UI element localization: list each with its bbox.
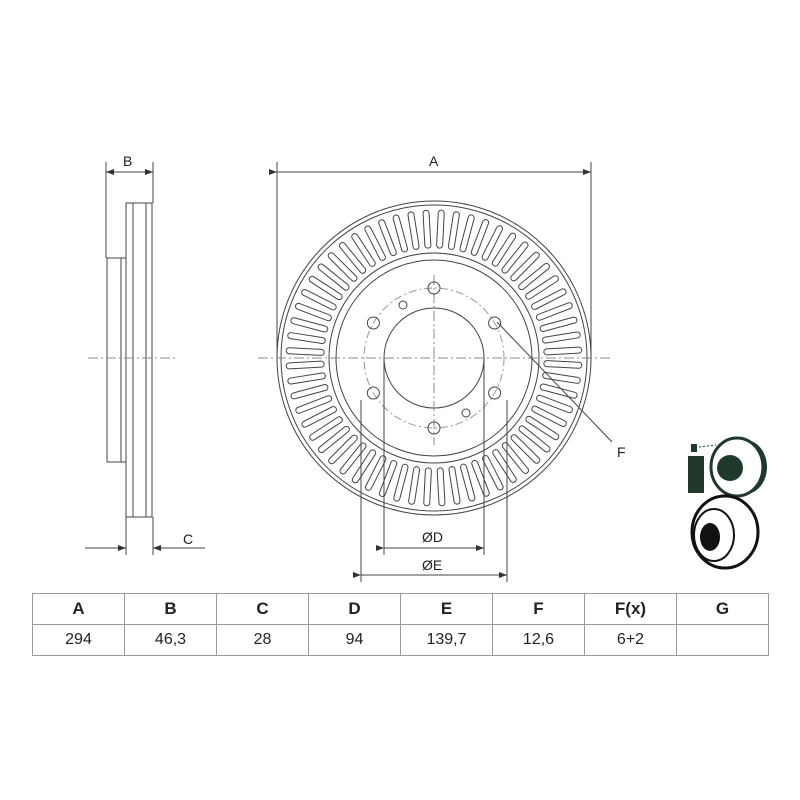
label-d: ØD: [422, 529, 443, 545]
vent-slot: [290, 317, 329, 333]
vent-slot: [501, 442, 530, 474]
vent-slot: [536, 394, 573, 414]
vent-slot: [460, 463, 476, 502]
table-value-cell: 294: [32, 624, 125, 656]
table-header-cell: D: [308, 593, 401, 625]
table-header-cell: E: [400, 593, 493, 625]
vent-slot: [351, 233, 376, 267]
vent-slot: [339, 442, 367, 475]
vent-slot: [285, 347, 325, 356]
vent-slot: [327, 252, 358, 282]
vent-slot: [408, 466, 421, 505]
vent-slot: [447, 211, 460, 250]
bolt-hole: [366, 316, 380, 330]
vent-slot: [501, 241, 529, 274]
vent-slot: [378, 219, 397, 257]
vent-slot: [301, 406, 337, 428]
table-header-cell: F(x): [584, 593, 677, 625]
vent-slot: [482, 455, 504, 491]
vent-slot: [470, 219, 490, 256]
table-value-cell: 46,3: [124, 624, 217, 656]
vent-slot: [518, 262, 550, 291]
vent-slot: [531, 405, 567, 428]
table-header-cell: C: [216, 593, 309, 625]
brake-disc-icon: [690, 494, 760, 570]
label-a: A: [429, 153, 439, 169]
vent-slot: [481, 225, 504, 261]
vent-slot: [338, 242, 367, 274]
vent-slot: [301, 288, 337, 311]
vent-slot: [364, 225, 386, 261]
vent-slot: [422, 209, 432, 249]
vent-slot: [539, 316, 578, 332]
vent-slot: [543, 346, 583, 356]
table-value-cell: 94: [308, 624, 401, 656]
label-f: F: [617, 444, 626, 460]
side-view: [85, 162, 205, 555]
vent-slot: [510, 434, 541, 464]
brake-cleaner-spray-icon: [688, 436, 767, 498]
bolt-hole: [488, 386, 502, 400]
vent-slot: [525, 275, 559, 300]
vent-slot: [287, 332, 326, 345]
vent-slot: [393, 463, 409, 502]
table-value-cell: 12,6: [492, 624, 585, 656]
vent-slot: [317, 263, 350, 291]
vent-slot: [525, 415, 560, 441]
table-value-cell: 6+2: [584, 624, 677, 656]
vent-slot: [491, 232, 517, 267]
vent-slot: [392, 214, 408, 253]
table-header-cell: F: [492, 593, 585, 625]
table-value-cell: [676, 624, 769, 656]
brake-disc-drawing: B C A ØD ØE F: [85, 153, 767, 582]
vent-slot: [459, 214, 475, 253]
vent-slot: [531, 288, 567, 310]
vent-slot: [448, 466, 461, 505]
vent-slot: [436, 209, 445, 249]
bolt-hole: [488, 316, 502, 330]
vent-slot: [510, 251, 540, 282]
vent-slot: [436, 467, 446, 507]
vent-slot: [539, 383, 578, 399]
table-value-cell: 139,7: [400, 624, 493, 656]
table-header-cell: B: [124, 593, 217, 625]
vent-slot: [542, 331, 581, 344]
vent-slot: [309, 416, 343, 441]
vent-slot: [378, 460, 398, 497]
vent-slot: [542, 371, 581, 384]
vent-slot: [295, 302, 332, 322]
vent-slot: [492, 449, 517, 483]
table-header-cell: A: [32, 593, 125, 625]
bolt-hole: [366, 386, 380, 400]
label-e: ØE: [422, 557, 442, 573]
vent-slot: [518, 425, 551, 453]
vent-slot: [318, 425, 350, 454]
front-view: [258, 162, 613, 582]
vent-slot: [351, 449, 377, 484]
table-value-cell: 28: [216, 624, 309, 656]
vent-slot: [407, 211, 420, 250]
vent-slot: [328, 434, 358, 465]
vent-slot: [471, 459, 490, 497]
label-b: B: [123, 153, 132, 169]
vent-slot: [423, 467, 432, 507]
vent-slot: [287, 372, 326, 385]
vent-slot: [285, 360, 325, 370]
label-c: C: [183, 531, 193, 547]
vent-slot: [308, 275, 343, 301]
bolt-hole: [427, 421, 441, 435]
bolt-hole: [427, 281, 441, 295]
vent-slot: [295, 395, 333, 414]
vent-slot: [290, 384, 329, 400]
vent-slot: [543, 360, 583, 369]
table-header-cell: G: [676, 593, 769, 625]
vent-slot: [535, 302, 573, 321]
